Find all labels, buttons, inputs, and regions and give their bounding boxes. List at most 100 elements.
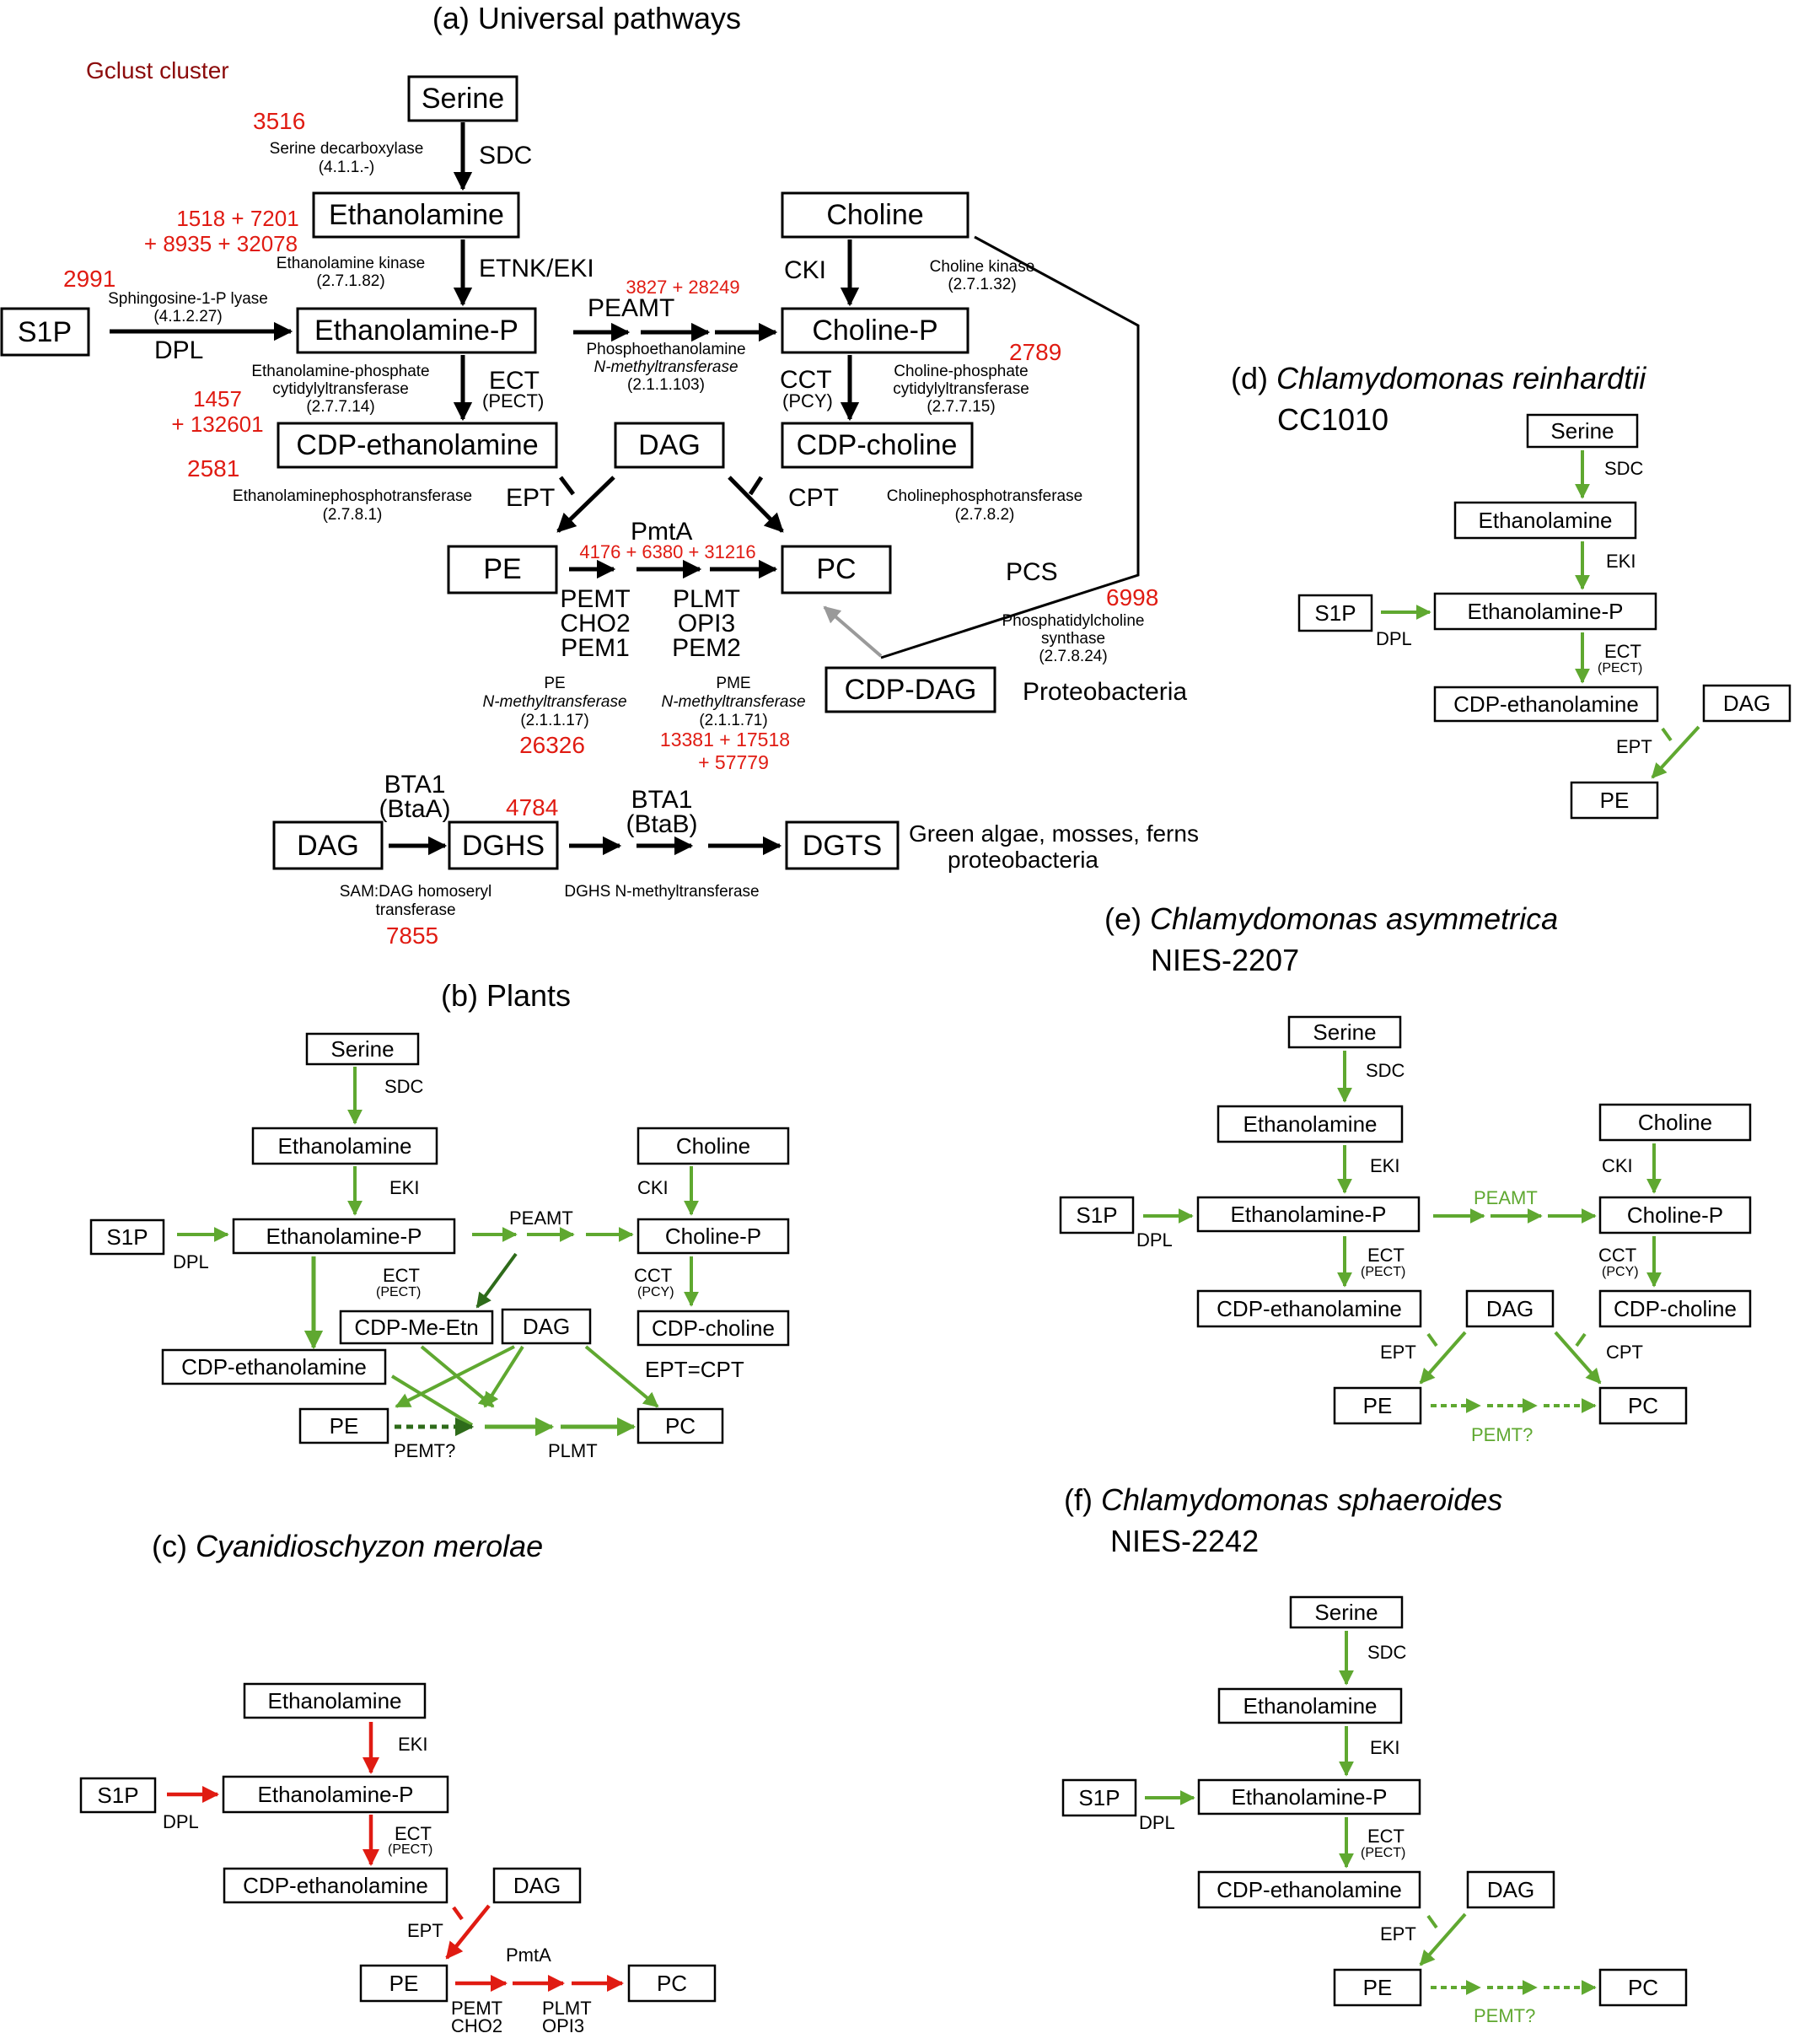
node-cdp-dag: CDP-DAG [824,666,996,713]
svg-text:CCT: CCT [634,1265,672,1286]
panel-c-title: (c) Cyanidioschyzon merolae [152,1529,543,1563]
betaine-organisms-1: Green algae, mosses, ferns [909,820,1199,847]
svg-text:4784: 4784 [506,794,558,820]
svg-text:Phosphatidylcholine: Phosphatidylcholine [1002,612,1144,630]
svg-text:CDP-DAG: CDP-DAG [845,674,977,706]
svg-text:DAG: DAG [1723,691,1770,716]
panel-a-arrows [110,122,860,856]
f-node-pc: PC [1598,1968,1688,2007]
svg-text:EPT: EPT [1380,1923,1416,1944]
svg-text:2991: 2991 [63,266,115,292]
svg-text:PmtA: PmtA [506,1944,551,1966]
svg-text:(2.7.8.24): (2.7.8.24) [1039,648,1107,665]
panel-f-enzymes: SDC EKI DPL ECT (PECT) EPT PEMT? [1139,1642,1535,2026]
panel-f: (f) Chlamydomonas sphaeroides NIES-2242 … [1061,1482,1688,2026]
b-node-cdp-me-etn: CDP-Me-Etn [339,1310,494,1345]
svg-text:DAG: DAG [1487,1877,1534,1902]
svg-text:(PCY): (PCY) [637,1285,674,1299]
f-node-serine: Serine [1289,1595,1404,1629]
panel-b-enzymes: SDC EKI DPL PEAMT CKI ECT (PECT) CCT (PC… [173,1076,744,1461]
node-dgts: DGTS [785,820,900,870]
svg-text:PLMT: PLMT [548,1440,598,1461]
svg-text:EPT: EPT [1380,1342,1416,1363]
svg-text:S1P: S1P [106,1224,148,1250]
svg-text:CDP-choline: CDP-choline [797,429,958,461]
svg-text:Ethanolamine: Ethanolamine [329,199,504,231]
node-ethanolamine-p: Ethanolamine-P [296,307,537,354]
svg-text:Ethanolamine-P: Ethanolamine-P [1232,1784,1388,1810]
svg-text:Choline-phosphate: Choline-phosphate [894,363,1029,380]
svg-text:(BtaA): (BtaA) [379,795,450,823]
svg-text:(PECT): (PECT) [1361,1846,1405,1860]
svg-text:DGTS: DGTS [803,830,882,862]
svg-text:DPL: DPL [173,1251,209,1272]
svg-text:SDC: SDC [1366,1060,1405,1081]
svg-text:3516: 3516 [253,108,305,134]
svg-text:ECT: ECT [383,1265,420,1286]
svg-text:EPT: EPT [407,1920,443,1941]
c-node-dag: DAG [492,1867,582,1904]
svg-text:S1P: S1P [97,1783,138,1808]
svg-text:CDP-ethanolamine: CDP-ethanolamine [243,1873,428,1898]
c-node-ethanolamine: Ethanolamine [243,1682,427,1719]
svg-text:N-methyltransferase: N-methyltransferase [594,358,738,376]
svg-text:Ethanolamine-P: Ethanolamine-P [266,1224,422,1249]
svg-text:CKI: CKI [637,1177,669,1198]
svg-text:PE: PE [1363,1393,1393,1418]
svg-text:EKI: EKI [1370,1737,1399,1758]
b-node-pc: PC [636,1407,724,1444]
panel-d-arrows [1381,450,1700,779]
svg-text:CPT: CPT [788,484,839,512]
e-node-ethanolamine-p: Ethanolamine-P [1196,1196,1421,1233]
c-node-ethanolamine-p: Ethanolamine-P [222,1775,449,1814]
svg-text:PE: PE [544,675,565,692]
gclust-legend: Gclust cluster [86,57,229,83]
d-node-ethanolamine-p: Ethanolamine-P [1433,592,1657,631]
svg-text:Serine: Serine [1550,418,1614,444]
svg-text:(PCY): (PCY) [782,390,833,411]
svg-text:(2.7.1.32): (2.7.1.32) [948,276,1016,293]
svg-text:PLMT: PLMT [673,585,740,613]
d-node-serine: Serine [1526,413,1639,449]
d-node-ethanolamine: Ethanolamine [1453,501,1637,540]
svg-text:SDC: SDC [479,142,532,169]
svg-text:PEMT?: PEMT? [1471,1424,1533,1445]
svg-text:(PECT): (PECT) [1361,1265,1405,1279]
svg-text:(2.1.1.71): (2.1.1.71) [699,712,767,729]
svg-text:Choline-P: Choline-P [812,315,937,347]
b-node-dag: DAG [501,1308,592,1345]
svg-text:PE: PE [1363,1975,1393,2000]
svg-text:(2.1.1.103): (2.1.1.103) [627,376,705,394]
b-node-cdp-choline: CDP-choline [636,1310,790,1347]
svg-text:ETNK/EKI: ETNK/EKI [479,255,594,282]
pcs-arrow [823,605,883,658]
svg-text:DAG: DAG [523,1314,570,1339]
svg-text:Serine decarboxylase: Serine decarboxylase [270,140,424,158]
b-node-pe: PE [298,1407,389,1444]
node-dghs: DGHS [448,820,559,870]
svg-text:DPL: DPL [163,1811,199,1832]
svg-text:DAG: DAG [1486,1296,1533,1321]
proteobacteria-label: Proteobacteria [1023,678,1187,706]
node-pe: PE [447,545,558,594]
svg-text:Choline: Choline [1638,1110,1712,1135]
node-serine: Serine [407,75,518,122]
svg-text:PEM1: PEM1 [561,634,630,662]
svg-text:PEMT?: PEMT? [394,1440,455,1461]
svg-text:S1P: S1P [1078,1785,1120,1810]
svg-text:(2.7.1.82): (2.7.1.82) [316,272,384,290]
svg-text:(PECT): (PECT) [482,390,544,411]
b-node-serine: Serine [305,1032,420,1066]
svg-text:PE: PE [1600,788,1630,813]
svg-text:Ethanolamine kinase: Ethanolamine kinase [277,255,425,272]
svg-text:CDP-choline: CDP-choline [652,1315,775,1341]
svg-text:Ethanolamine-P: Ethanolamine-P [314,315,518,347]
e-node-cdp-ethanolamine: CDP-ethanolamine [1196,1289,1422,1328]
svg-text:ECT: ECT [395,1823,432,1844]
svg-text:EKI: EKI [1606,551,1636,572]
svg-text:EPT=CPT: EPT=CPT [645,1357,744,1382]
f-node-cdp-ethanolamine: CDP-ethanolamine [1197,1870,1421,1909]
svg-text:Choline kinase: Choline kinase [930,258,1035,276]
svg-text:SAM:DAG homoseryl: SAM:DAG homoseryl [340,883,492,901]
